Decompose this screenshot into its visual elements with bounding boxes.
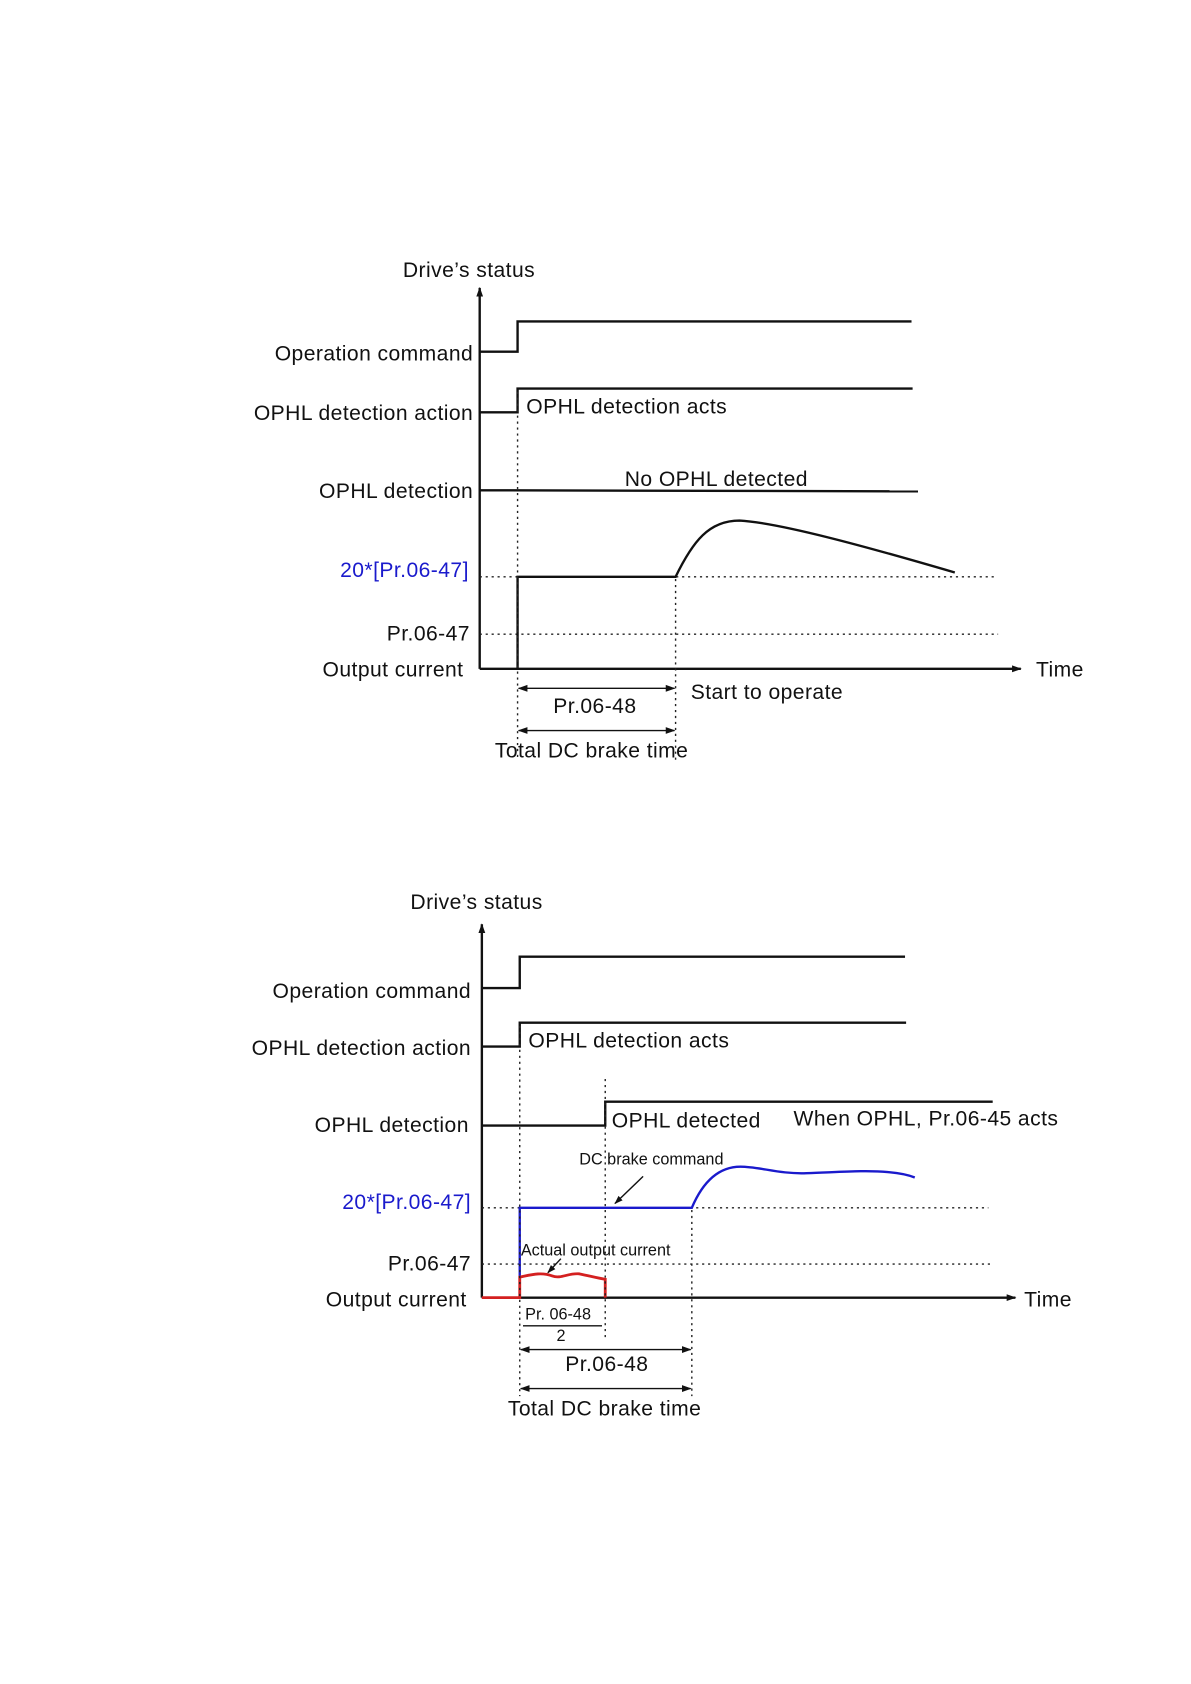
actual-output-current-note: Actual output current [521, 1241, 671, 1259]
dc-brake-command-note: DC brake command [579, 1151, 723, 1169]
time-axis-label: Time [1036, 658, 1084, 681]
no-ophl-note: No OPHL detected [625, 468, 808, 491]
output-current-label: Output current [326, 1288, 467, 1311]
when-ophl-note: When OPHL, Pr.06-45 acts [794, 1108, 1059, 1131]
pr-06-48-label: Pr.06-48 [553, 695, 636, 718]
time-axis-label: Time [1024, 1288, 1072, 1311]
output-current-waveform [516, 519, 956, 669]
actual-output-current-pointer [547, 1258, 562, 1274]
operation-command-label: Operation command [275, 342, 473, 365]
half-time-numerator: Pr. 06-48 [525, 1305, 591, 1323]
ophl-detection-action-label: OPHL detection action [252, 1037, 471, 1060]
ophl-detection-action-label: OPHL detection action [254, 402, 473, 425]
total-dc-brake-label: Total DC brake time [495, 740, 688, 763]
output-current-label: Output current [323, 658, 464, 681]
pr-06-48-label: Pr.06-48 [565, 1353, 648, 1376]
operation-command-label: Operation command [273, 980, 471, 1003]
ophl-detection-label: OPHL detection [319, 480, 473, 503]
ophl-detection-signal [481, 1100, 993, 1127]
half-time-denominator: 2 [557, 1327, 566, 1345]
actual-output-current-waveform [481, 1272, 607, 1300]
ophl-detection-label: OPHL detection [315, 1114, 469, 1137]
level-20x-label: 20*[Pr.06-47] [340, 559, 469, 582]
top-timing-diagram: Drive’s status Time Operation command OP… [254, 259, 1084, 763]
dc-brake-command-pointer [614, 1175, 644, 1205]
y-axis-title: Drive’s status [403, 259, 535, 282]
level-pr-label: Pr.06-47 [388, 1253, 471, 1276]
bottom-timing-diagram: Drive’s status Time Operation command OP… [252, 891, 1072, 1420]
detection-acts-note: OPHL detection acts [526, 395, 727, 418]
operation-command-signal [479, 320, 912, 353]
operation-command-signal [481, 955, 906, 990]
ophl-detection-action-signal [481, 1021, 907, 1048]
dc-brake-command-waveform [518, 1165, 916, 1298]
detection-acts-note: OPHL detection acts [528, 1030, 729, 1053]
ophl-detected-note: OPHL detected [612, 1110, 761, 1133]
level-20x-label: 20*[Pr.06-47] [342, 1191, 471, 1214]
ophl-detection-action-signal [479, 387, 913, 414]
y-axis-title: Drive’s status [410, 891, 542, 914]
ophl-detection-signal [479, 489, 919, 493]
level-pr-label: Pr.06-47 [387, 623, 470, 646]
total-dc-brake-label: Total DC brake time [508, 1398, 701, 1421]
start-to-operate-note: Start to operate [691, 681, 843, 704]
